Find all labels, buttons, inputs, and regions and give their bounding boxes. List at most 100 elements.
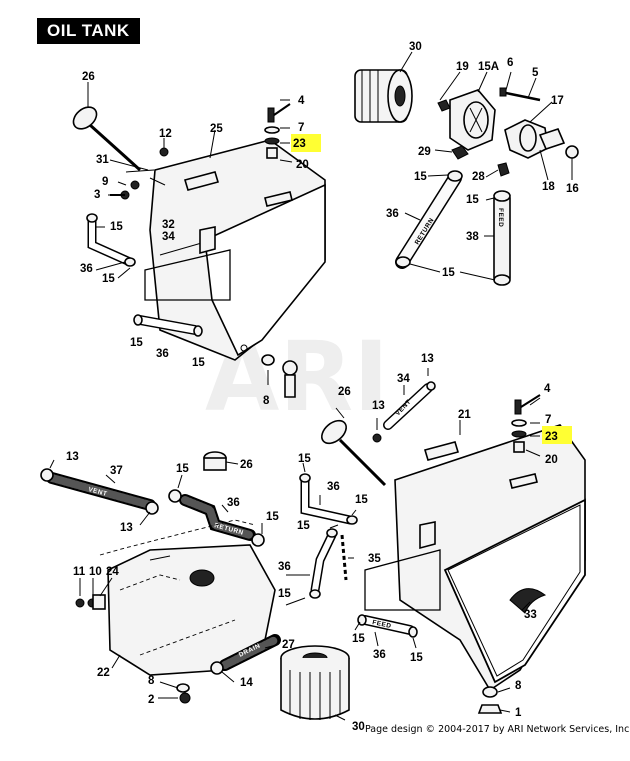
callout-15[interactable]: 15 <box>102 273 115 285</box>
callout-15[interactable]: 15 <box>130 337 143 349</box>
callout-13[interactable]: 13 <box>421 353 434 365</box>
callout-35[interactable]: 35 <box>368 553 381 565</box>
callout-15[interactable]: 15 <box>192 357 205 369</box>
callout-33[interactable]: 33 <box>524 609 537 621</box>
callout-23[interactable]: 23 <box>293 138 306 150</box>
callout-29[interactable]: 29 <box>418 146 431 158</box>
hoses-bm[interactable]: FEED <box>299 473 418 638</box>
callout-8[interactable]: 8 <box>148 675 155 687</box>
callout-15[interactable]: 15 <box>410 652 423 664</box>
callout-4[interactable]: 4 <box>544 383 551 395</box>
callout-32[interactable]: 32 <box>162 219 175 231</box>
bolt-stack-right[interactable] <box>511 394 541 453</box>
fasteners-bl[interactable] <box>75 594 106 610</box>
callout-7[interactable]: 7 <box>298 122 304 134</box>
drain-hose-27[interactable]: DRAIN <box>210 634 281 675</box>
callout-14[interactable]: 14 <box>240 677 253 689</box>
filter-adapter[interactable] <box>437 89 496 151</box>
callout-3[interactable]: 3 <box>94 189 100 201</box>
hoses-tl[interactable] <box>86 213 203 337</box>
callout-25[interactable]: 25 <box>210 123 223 135</box>
callout-36[interactable]: 36 <box>278 561 291 573</box>
callout-4[interactable]: 4 <box>298 95 305 107</box>
callout-34[interactable]: 34 <box>397 373 410 385</box>
drain-plug-bl[interactable] <box>176 683 191 704</box>
callout-10[interactable]: 10 <box>89 566 102 578</box>
callout-18[interactable]: 18 <box>542 181 555 193</box>
callout-13[interactable]: 13 <box>66 451 79 463</box>
callout-13[interactable]: 13 <box>372 400 385 412</box>
bolt-stack-top[interactable] <box>264 103 291 159</box>
callout-36[interactable]: 36 <box>327 481 340 493</box>
callout-20[interactable]: 20 <box>296 159 309 171</box>
cap-26-bl[interactable] <box>203 451 227 471</box>
callout-26[interactable]: 26 <box>82 71 95 83</box>
fitting-28[interactable] <box>497 162 510 177</box>
valve-17[interactable] <box>504 119 566 159</box>
callout-21[interactable]: 21 <box>458 409 471 421</box>
return-hose-bl[interactable]: RETURN <box>168 489 265 547</box>
callout-6[interactable]: 6 <box>507 57 513 69</box>
callout-36[interactable]: 36 <box>227 497 240 509</box>
vent-hose-label: VENT <box>87 486 107 498</box>
callout-7[interactable]: 7 <box>545 414 551 426</box>
feed-hose[interactable]: FEED <box>493 190 511 286</box>
dipstick-26-mid[interactable] <box>317 416 387 487</box>
callout-34[interactable]: 34 <box>162 231 175 243</box>
callout-15[interactable]: 15 <box>298 453 311 465</box>
callout-13[interactable]: 13 <box>120 522 133 534</box>
callout-9[interactable]: 9 <box>102 176 108 188</box>
callout-15[interactable]: 15 <box>355 494 368 506</box>
callout-36[interactable]: 36 <box>80 263 93 275</box>
mount-1-br[interactable] <box>477 686 503 714</box>
callout-27[interactable]: 27 <box>282 639 295 651</box>
screw-6[interactable] <box>499 87 541 102</box>
callout-8[interactable]: 8 <box>263 395 270 407</box>
callout-37[interactable]: 37 <box>110 465 123 477</box>
callout-15[interactable]: 15 <box>176 463 189 475</box>
callout-36[interactable]: 36 <box>156 348 169 360</box>
callout-26[interactable]: 26 <box>338 386 351 398</box>
callout-24[interactable]: 24 <box>106 566 119 578</box>
callout-22[interactable]: 22 <box>97 667 110 679</box>
callout-5[interactable]: 5 <box>532 67 539 79</box>
callout-30[interactable]: 30 <box>409 41 422 53</box>
dipstick-26-top[interactable] <box>69 103 142 172</box>
callout-15[interactable]: 15 <box>110 221 123 233</box>
callout-16[interactable]: 16 <box>566 183 579 195</box>
callout-17[interactable]: 17 <box>551 95 564 107</box>
vent-hose-37[interactable]: VENT <box>40 468 159 515</box>
callout-38[interactable]: 38 <box>466 231 479 243</box>
callout-15[interactable]: 15 <box>466 194 479 206</box>
oil-tank-bl[interactable] <box>99 519 276 676</box>
callout-11[interactable]: 11 <box>73 566 86 578</box>
oil-tank-top[interactable] <box>144 139 326 361</box>
callout-15[interactable]: 15 <box>278 588 291 600</box>
callout-20[interactable]: 20 <box>545 454 558 466</box>
callout-15[interactable]: 15 <box>414 171 427 183</box>
oil-filter-top[interactable] <box>354 69 413 123</box>
callout-15[interactable]: 15 <box>442 267 455 279</box>
callout-15[interactable]: 15 <box>266 511 279 523</box>
callout-8[interactable]: 8 <box>515 680 522 692</box>
callout-36[interactable]: 36 <box>386 208 399 220</box>
callout-30[interactable]: 30 <box>352 721 365 733</box>
callout-15[interactable]: 15 <box>352 633 365 645</box>
callout-31[interactable]: 31 <box>96 154 109 166</box>
callout-36[interactable]: 36 <box>373 649 386 661</box>
vent-tube-34[interactable]: VENT <box>372 381 436 443</box>
callout-26[interactable]: 26 <box>240 459 253 471</box>
callout-28[interactable]: 28 <box>472 171 485 183</box>
cap-16[interactable] <box>565 145 579 159</box>
callout-23[interactable]: 23 <box>545 431 558 443</box>
callout-15A[interactable]: 15A <box>478 61 499 73</box>
oil-filter-bottom[interactable] <box>280 645 350 720</box>
callout-1[interactable]: 1 <box>515 707 522 719</box>
callout-19[interactable]: 19 <box>456 61 469 73</box>
callout-2[interactable]: 2 <box>148 694 154 706</box>
mount-8-tl[interactable] <box>261 354 298 398</box>
callout-15[interactable]: 15 <box>297 520 310 532</box>
fitting-29[interactable] <box>451 145 469 160</box>
callout-12[interactable]: 12 <box>159 128 172 140</box>
return-hose[interactable]: RETURN <box>395 170 463 269</box>
